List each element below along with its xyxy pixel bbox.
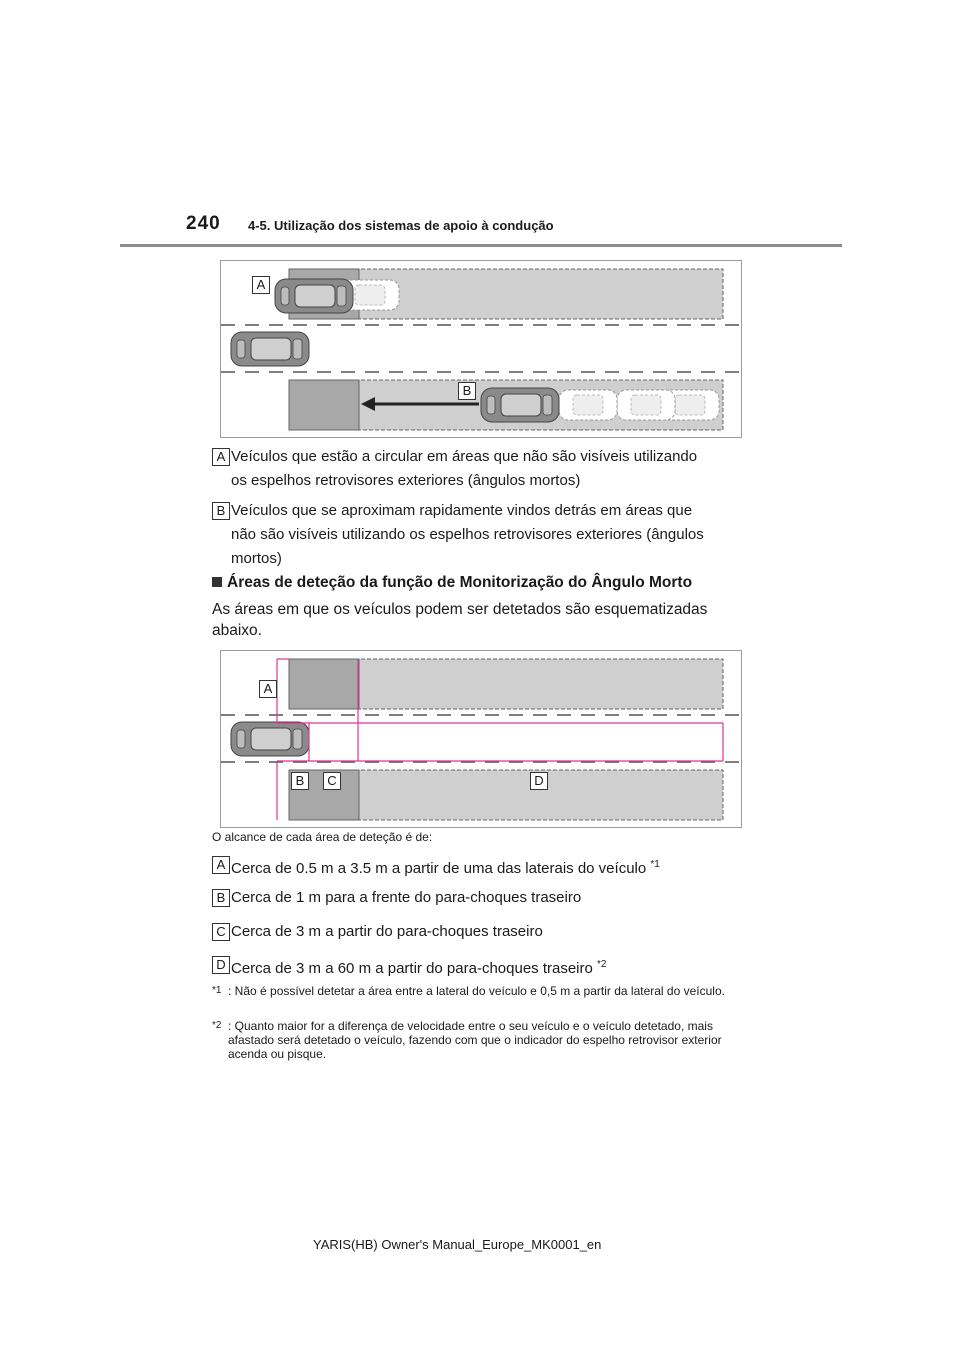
range-lines xyxy=(276,658,724,820)
range-item-d: D Cerca de 3 m a 60 m a partir do para-c… xyxy=(212,953,752,977)
legend-text: não são visíveis utilizando os espelhos … xyxy=(231,526,704,543)
header-rule xyxy=(120,244,842,247)
figure-label-a: A xyxy=(259,680,277,698)
legend-text: Veículos que se aproximam rapidamente vi… xyxy=(231,502,693,519)
blind-spot-diagram xyxy=(221,268,741,431)
figure-label-c: C xyxy=(323,772,341,790)
footnote-2: *2 : Quanto maior for a diferença de vel… xyxy=(212,1019,722,1061)
blind-spot-left xyxy=(288,658,360,710)
blind-spot-right xyxy=(288,379,360,431)
subheading: Áreas de deteção da função de Monitoriza… xyxy=(212,574,692,592)
legend-key: A xyxy=(212,856,230,874)
square-bullet-icon xyxy=(212,577,222,587)
intro-paragraph: As áreas em que os veículos podem ser de… xyxy=(212,601,708,639)
detection-areas-figure: A B C D xyxy=(220,650,742,828)
legend-item-b: B Veículos que se aproximam rapidamente … xyxy=(212,499,752,571)
footnote-1: *1 : Não é possível detetar a área entre… xyxy=(212,984,725,998)
page-number: 240 xyxy=(186,213,221,234)
legend-key: B xyxy=(212,889,230,907)
legend-text: mortos) xyxy=(231,550,282,567)
figure-label-b: B xyxy=(291,772,309,790)
footnote-ref: *1 xyxy=(650,859,660,870)
figure-label-a: A xyxy=(252,276,270,294)
figure-label-d: D xyxy=(530,772,548,790)
legend-item-a: A Veículos que estão a circular em áreas… xyxy=(212,445,752,493)
detection-zone-left xyxy=(288,658,724,710)
range-item-b: B Cerca de 1 m para a frente do para-cho… xyxy=(212,886,752,910)
footnote-ref: *2 xyxy=(597,959,607,970)
detection-areas-diagram xyxy=(221,658,741,821)
legend-text: os espelhos retrovisores exteriores (âng… xyxy=(231,472,581,489)
section-title: 4-5. Utilização dos sistemas de apoio à … xyxy=(248,218,554,233)
range-item-a: A Cerca de 0.5 m a 3.5 m a partir de uma… xyxy=(212,853,752,877)
legend-key: C xyxy=(212,923,230,941)
figure-caption: O alcance de cada área de deteção é de: xyxy=(212,830,433,844)
range-item-c: C Cerca de 3 m a partir do para-choques … xyxy=(212,920,752,944)
legend-text: Veículos que estão a circular em áreas q… xyxy=(231,448,698,465)
blind-spot-figure: A B xyxy=(220,260,742,438)
legend-key: D xyxy=(212,956,230,974)
page-footer: YARIS(HB) Owner's Manual_Europe_MK0001_e… xyxy=(313,1237,602,1252)
legend-key: B xyxy=(212,502,230,520)
legend-key: A xyxy=(212,448,230,466)
figure-label-b: B xyxy=(458,382,476,400)
